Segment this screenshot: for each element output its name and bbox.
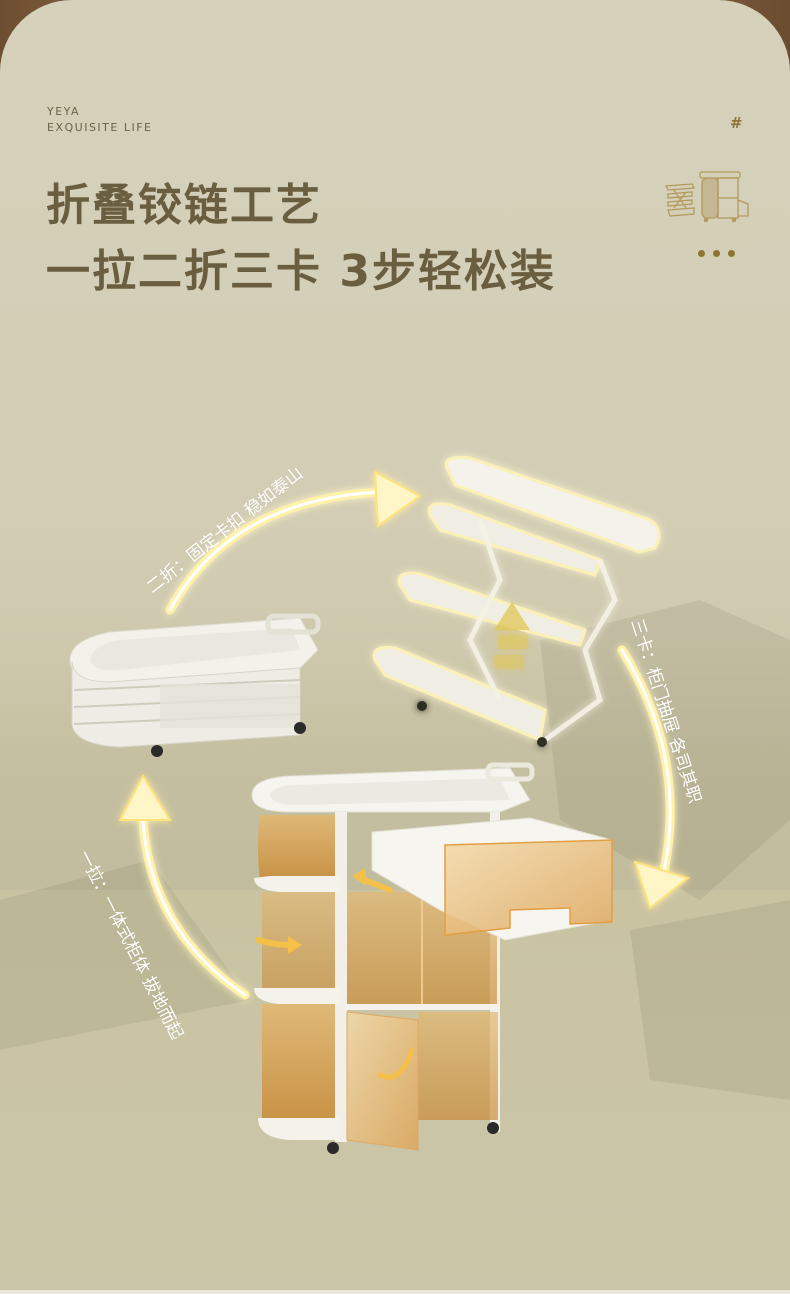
- hash-mark: #: [730, 114, 743, 132]
- assembled-cabinet: [251, 762, 613, 1154]
- folding-cart-sketch-icon: [664, 171, 749, 222]
- brand-block: YEYA EXQUISITE LIFE: [47, 104, 152, 136]
- arrow-up-icon: [118, 773, 250, 1000]
- unfolding-cart: [372, 456, 661, 747]
- arrow-right-icon: [165, 470, 422, 615]
- brand-name: YEYA: [47, 105, 81, 118]
- folded-cart: [69, 613, 321, 757]
- brand-tagline: EXQUISITE LIFE: [47, 121, 153, 134]
- headline-line-2: 一拉二折三卡 3步轻松装: [46, 246, 556, 297]
- bottom-edge: [0, 1290, 790, 1294]
- more-dots-icon: [698, 250, 735, 257]
- headline-line-1: 折叠铰链工艺: [46, 180, 322, 231]
- arrow-down-icon: [617, 645, 691, 910]
